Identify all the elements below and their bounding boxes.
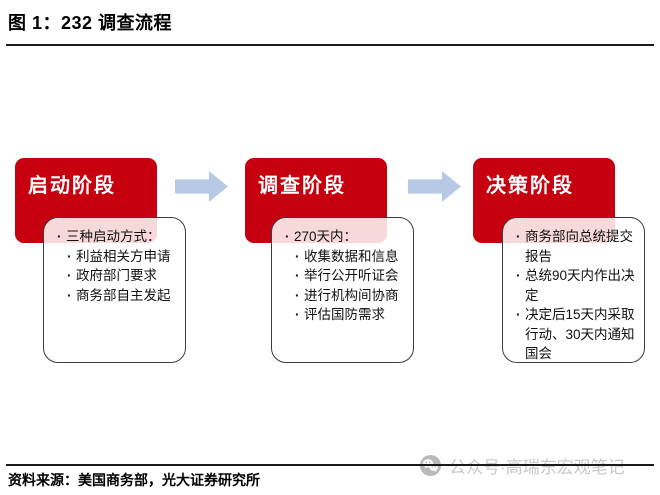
stage-detail-list: 270天内： 收集数据和信息 举行公开听证会 进行机构间协商 评估国防需求: [272, 218, 413, 329]
list-item: 政府部门要求: [66, 266, 178, 286]
stage-detail-list: 三种启动方式： 利益相关方申请 政府部门要求 商务部自主发起: [44, 218, 185, 309]
stage-label: 调查阶段: [258, 175, 346, 197]
list-item: 总统90天内作出决定: [515, 266, 637, 305]
title-divider: [6, 44, 654, 46]
list-item: 收集数据和信息: [294, 247, 406, 267]
watermark-text: 公众号·高瑞东宏观笔记: [449, 458, 625, 477]
list-item: 270天内：: [284, 227, 406, 247]
list-item: 进行机构间协商: [294, 286, 406, 306]
source-note: 资料来源：美国商务部，光大证券研究所: [8, 472, 260, 488]
list-item: 商务部向总统提交报告: [515, 227, 637, 266]
stage-label: 启动阶段: [28, 175, 116, 197]
stage-detail-box-launch: 三种启动方式： 利益相关方申请 政府部门要求 商务部自主发起: [43, 217, 186, 363]
figure-title: 图 1：232 调查流程: [8, 13, 173, 33]
right-arrow-icon: [175, 171, 228, 202]
footer-divider: [6, 464, 654, 466]
stage-detail-box-decision: 商务部向总统提交报告 总统90天内作出决定 决定后15天内采取行动、30天内通知…: [502, 217, 645, 363]
list-item: 三种启动方式：: [56, 227, 178, 247]
list-item: 商务部自主发起: [66, 286, 178, 306]
list-item: 利益相关方申请: [66, 247, 178, 267]
stage-detail-box-investigation: 270天内： 收集数据和信息 举行公开听证会 进行机构间协商 评估国防需求: [271, 217, 414, 363]
list-item: 评估国防需求: [294, 305, 406, 325]
stage-detail-list: 商务部向总统提交报告 总统90天内作出决定 决定后15天内采取行动、30天内通知…: [503, 218, 644, 368]
list-item: 决定后15天内采取行动、30天内通知国会: [515, 305, 637, 364]
list-item: 举行公开听证会: [294, 266, 406, 286]
stage-label: 决策阶段: [486, 175, 574, 197]
right-arrow-icon: [408, 171, 461, 202]
